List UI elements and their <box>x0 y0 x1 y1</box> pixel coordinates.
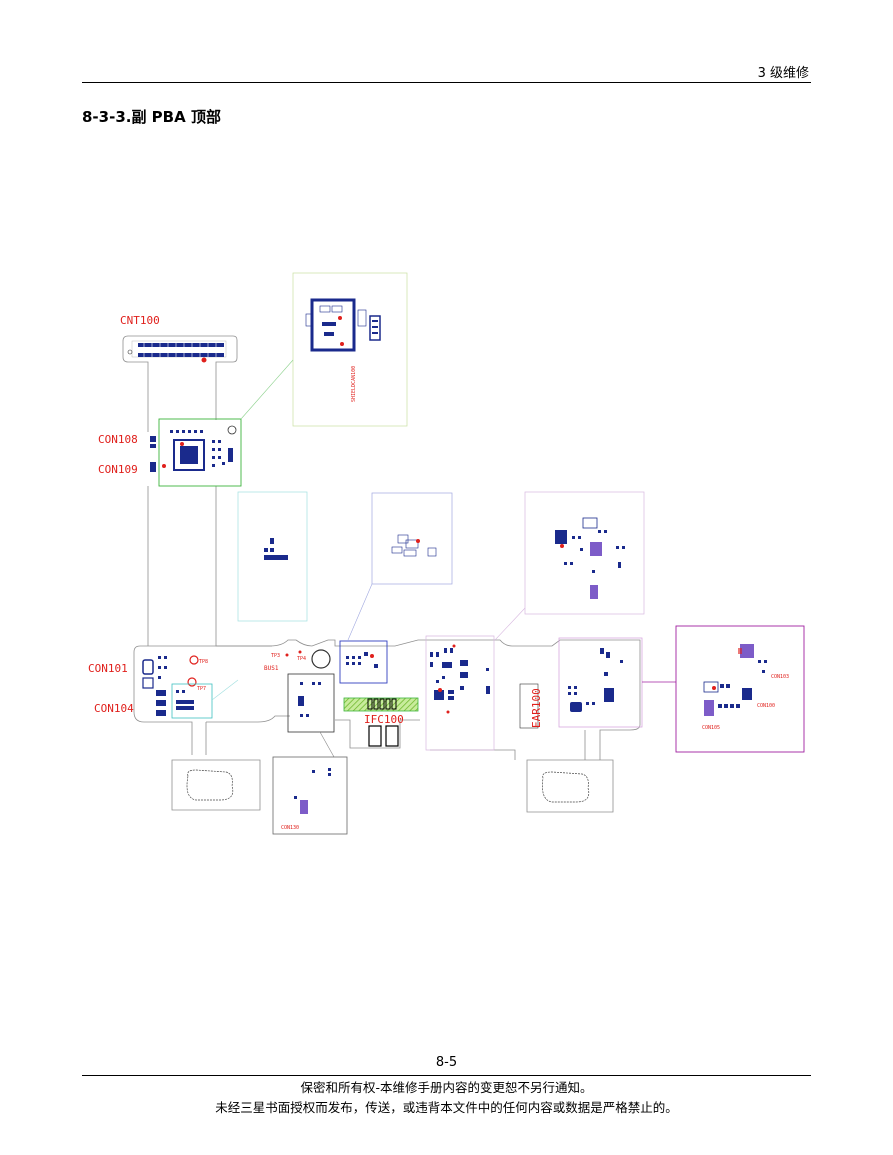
label-bus1: BUS1 <box>264 665 279 672</box>
tp8-marker <box>189 655 199 665</box>
center-mount-hole <box>311 649 331 669</box>
page-number: 8-5 <box>435 1055 458 1070</box>
label-con101: CON101 <box>88 662 128 675</box>
label-tp8: TP8 <box>199 659 208 665</box>
label-con105: CON105 <box>702 725 720 731</box>
section-title: 8-3-3.副 PBA 顶部 <box>82 108 221 126</box>
label-con108: CON108 <box>98 433 138 446</box>
zoom-box-green <box>158 418 242 487</box>
zoom-box-blue <box>371 492 453 585</box>
label-tp4: TP4 <box>297 656 306 662</box>
zoom-box-purple-top <box>524 491 645 615</box>
zoom-box-cyan <box>237 491 308 622</box>
ifc100-pad-box <box>287 673 335 733</box>
con108-pin-marker <box>180 442 184 446</box>
tp3-marker <box>285 653 289 657</box>
center-blue-components <box>346 652 378 668</box>
label-con104: CON104 <box>94 702 134 715</box>
zoom-box-shieldcan <box>292 272 408 427</box>
label-tp3: TP3 <box>271 653 280 659</box>
right-zoom-components <box>703 644 767 716</box>
left-tab-cutout <box>186 769 234 801</box>
ifc100-box-components <box>298 682 321 717</box>
label-con103: CON103 <box>771 674 789 680</box>
cnt100-connector <box>127 340 227 363</box>
label-con100: CON100 <box>757 703 775 709</box>
zoom-box-cyan-small <box>171 683 213 719</box>
con108-marker <box>227 425 237 435</box>
label-cnt100: CNT100 <box>120 314 160 327</box>
label-shieldcan: SHIELDCAN100 <box>351 366 357 402</box>
zoom-box-con130 <box>272 756 348 835</box>
con108-ic-cluster <box>150 430 233 472</box>
footer-confidentiality: 保密和所有权-本维修手册内容的变更恕不另行通知。 <box>300 1080 593 1095</box>
label-con109: CON109 <box>98 463 138 476</box>
con130-components <box>294 768 331 814</box>
zoom-box-purple-right-source <box>558 637 643 728</box>
chapter-header: 3 级维修 <box>757 66 809 81</box>
label-ear100: EAR100 <box>530 688 543 728</box>
purple-zoom-components <box>555 517 625 599</box>
header-rule <box>82 82 811 83</box>
label-con130: CON130 <box>281 825 299 831</box>
right-tab-cutout <box>542 771 590 803</box>
blue-zoom-components <box>391 534 437 557</box>
tp7-marker <box>187 677 197 687</box>
purple-mid-components <box>430 644 490 714</box>
label-ifc100: IFC100 <box>364 713 404 726</box>
con109-pin-marker <box>162 464 166 468</box>
purple-mid-outline <box>425 635 495 751</box>
shieldcan-components <box>305 298 381 352</box>
ear100-components <box>519 683 539 729</box>
ifc100-hatched-connector <box>343 697 419 712</box>
cyan-zoom-components <box>264 538 288 560</box>
ifc100-pins <box>367 698 397 710</box>
right-region-components <box>568 648 623 712</box>
tp4-marker <box>298 650 302 654</box>
label-tp7: TP7 <box>197 686 206 692</box>
left-region-components <box>142 656 194 716</box>
ifc100-lower-pads <box>368 725 399 747</box>
footer-rule <box>82 1075 811 1076</box>
footer-copyright: 未经三星书面授权而发布，传送，或违背本文件中的任何内容或数据是严格禁止的。 <box>215 1100 678 1115</box>
zoom-box-purple-right <box>675 625 805 753</box>
zoom-box-blue-center <box>339 640 388 684</box>
